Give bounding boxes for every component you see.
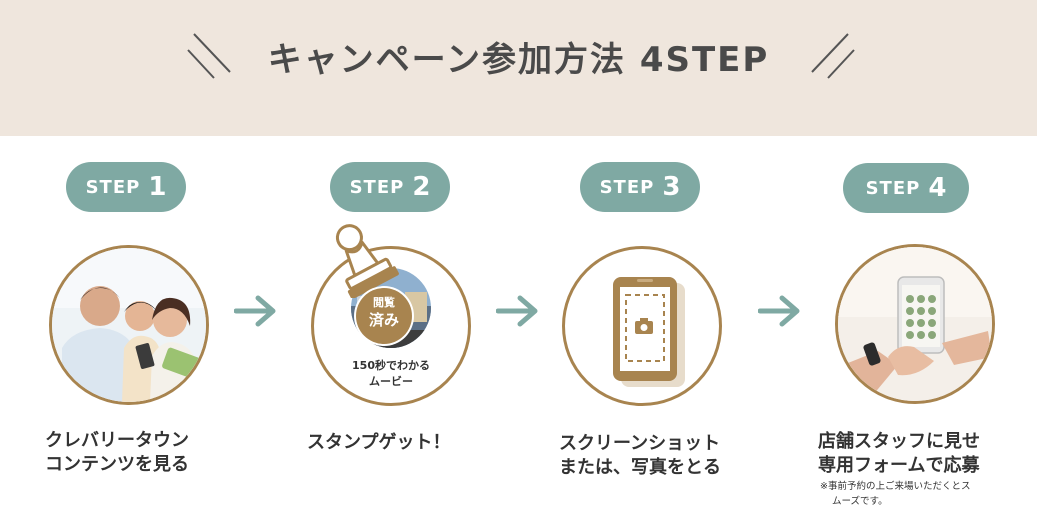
step-word: STEP bbox=[865, 177, 921, 199]
movie-caption-line-1: 150秒でわかる bbox=[352, 359, 430, 372]
badge-line-2: 済み bbox=[368, 311, 399, 329]
step-4-hands-phone-photo bbox=[835, 244, 995, 404]
step-word: STEP bbox=[599, 176, 655, 198]
caption-line: 店舗スタッフに見せ bbox=[818, 431, 980, 452]
step-2-stamp-graphic: 閲覧 済み 150秒でわかる ムービー bbox=[311, 224, 471, 406]
note-line: ムーズです。 bbox=[832, 496, 888, 507]
caption-line: コンテンツを見る bbox=[45, 454, 189, 475]
step-1-family-photo bbox=[49, 245, 209, 405]
step-3-screenshot-graphic bbox=[562, 246, 722, 406]
step-1-pill: STEP 1 bbox=[66, 162, 186, 212]
phone-camera-icon bbox=[613, 277, 685, 387]
movie-caption-line-2: ムービー bbox=[369, 375, 413, 388]
decorative-lines-right bbox=[811, 33, 855, 79]
caption-line: または、写真をとる bbox=[559, 457, 721, 478]
caption-line: クレバリータウン bbox=[45, 430, 189, 451]
arrow-right-icon bbox=[758, 295, 800, 327]
step-number: 2 bbox=[412, 172, 431, 202]
step-1-caption: クレバリータウン コンテンツを見る bbox=[45, 429, 189, 477]
page-title: キャンペーン参加方法 4STEP bbox=[267, 40, 770, 80]
step-word: STEP bbox=[85, 176, 141, 198]
step-3-pill: STEP 3 bbox=[580, 162, 700, 212]
caption-line: 専用フォームで応募 bbox=[818, 455, 980, 476]
viewed-badge: 閲覧 済み bbox=[356, 288, 412, 344]
step-number: 3 bbox=[662, 172, 681, 202]
step-4-pill: STEP 4 bbox=[843, 163, 969, 213]
step-2-pill: STEP 2 bbox=[330, 162, 450, 212]
step-number: 1 bbox=[148, 172, 167, 202]
step-2-caption: スタンプゲット！ bbox=[307, 431, 450, 455]
arrow-right-icon bbox=[496, 295, 538, 327]
step-number: 4 bbox=[928, 173, 947, 203]
step-4-note: ※事前予約の上ご来場いただくとス ムーズです。 bbox=[820, 479, 970, 509]
decorative-lines-left bbox=[187, 33, 231, 79]
caption-line: スタンプゲット！ bbox=[307, 432, 451, 453]
step-4-caption: 店舗スタッフに見せ 専用フォームで応募 bbox=[818, 430, 980, 478]
caption-line: スクリーンショット bbox=[559, 433, 721, 454]
note-line: ※事前予約の上ご来場いただくとス bbox=[820, 481, 971, 492]
step-word: STEP bbox=[349, 176, 405, 198]
step-3-caption: スクリーンショット または、写真をとる bbox=[559, 432, 721, 480]
movie-caption: 150秒でわかる ムービー bbox=[311, 358, 471, 390]
arrow-right-icon bbox=[234, 295, 276, 327]
stamp-icon bbox=[335, 224, 399, 298]
badge-line-1: 閲覧 bbox=[373, 296, 395, 309]
header-band bbox=[0, 0, 1037, 136]
